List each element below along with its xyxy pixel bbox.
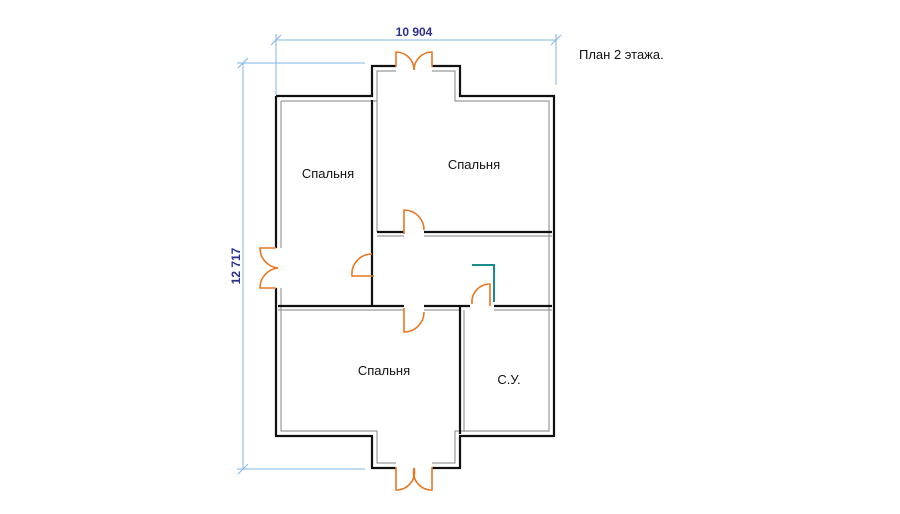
plan-title: План 2 этажа. [579, 47, 664, 62]
room-label-bedroom-bottom: Спальня [358, 363, 410, 378]
room-label-bedroom-right: Спальня [448, 157, 500, 172]
exterior-walls [274, 64, 556, 470]
room-label-bedroom-left: Спальня [302, 166, 354, 181]
interior-walls [278, 100, 552, 434]
width-dimension-label: 10 904 [396, 25, 433, 39]
room-label-bathroom: С.У. [497, 372, 520, 387]
doors [259, 51, 491, 491]
height-dimension-label: 12 717 [229, 247, 243, 284]
bathroom-fixture [472, 264, 495, 302]
dimension-lines [237, 34, 562, 475]
